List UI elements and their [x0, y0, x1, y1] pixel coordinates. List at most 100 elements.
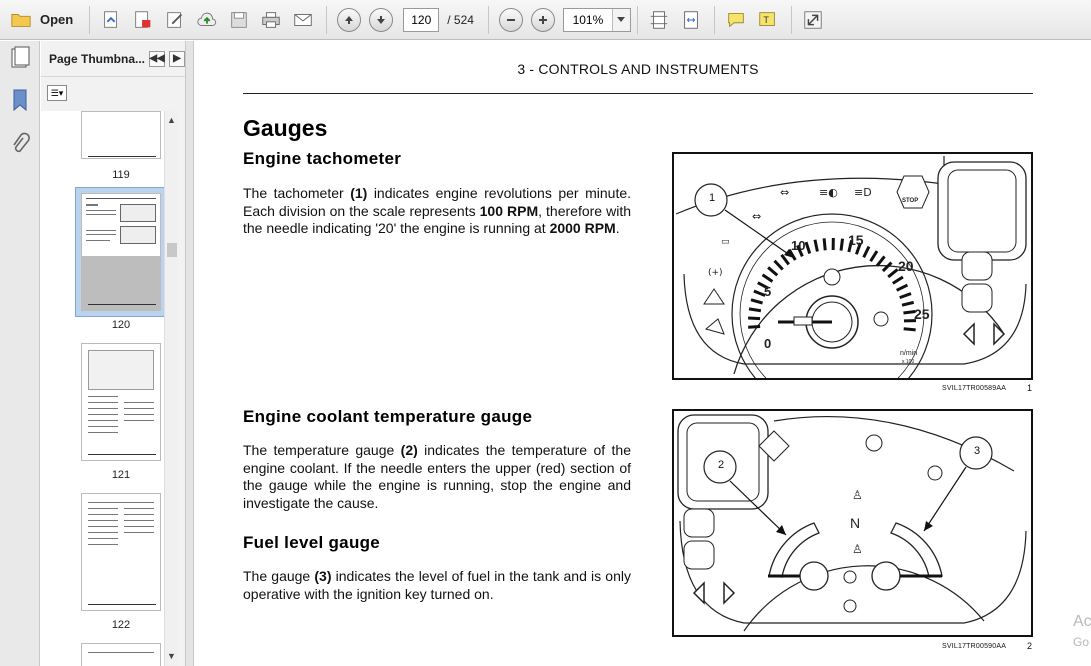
expand-icon [804, 10, 822, 29]
separator [713, 5, 715, 34]
save-button[interactable] [224, 5, 254, 35]
highlight-icon: T [759, 11, 775, 26]
section-heading: Engine tachometer [243, 149, 402, 168]
section-paragraph: The gauge (3) indicates the level of fue… [243, 568, 631, 602]
tachometer-figure: (+) ▭ ⇔ ⇔ ≡◐ ≡D 1 0 5 10 15 20 25 n/min … [672, 152, 1033, 415]
thumbnail-label: 122 [111, 619, 131, 631]
scale-label: 10 [791, 238, 806, 253]
thumbnail-page[interactable] [81, 193, 161, 311]
open-label: Open [40, 12, 74, 27]
temperature-fuel-illustration: ♙ ♙ [677, 414, 1027, 632]
scale-tick [750, 298, 763, 305]
upload-button[interactable] [192, 5, 222, 35]
fit-width-button[interactable] [676, 5, 706, 35]
scale-tick [757, 281, 770, 290]
thumbnail-list[interactable]: 119 120 [41, 111, 176, 666]
scale-label: 0 [764, 336, 772, 351]
scale-tick [903, 327, 916, 332]
next-page-button[interactable] [369, 7, 394, 32]
scale-tick [887, 268, 899, 279]
bookmarks-tab[interactable] [8, 87, 32, 113]
scale-tick [854, 242, 862, 255]
scale-tick [748, 316, 761, 321]
tachometer-illustration: (+) ▭ ⇔ ⇔ ≡◐ ≡D [675, 156, 1027, 415]
plus-icon [538, 15, 547, 24]
section-paragraph: The temperature gauge (2) indicates the … [243, 442, 631, 511]
thumbnails-title: Page Thumbna... [49, 51, 146, 66]
scale-tick [767, 266, 779, 277]
section-heading: Fuel level gauge [243, 533, 381, 552]
scale-tick [901, 300, 915, 307]
page-thumbnails-tab[interactable] [8, 45, 32, 71]
scale-tick [869, 250, 879, 263]
expand-panel-button[interactable]: ▶ [169, 50, 185, 67]
separator [487, 5, 489, 34]
edit-icon [167, 11, 183, 28]
thumbnail-page[interactable] [81, 493, 161, 611]
callout-number: 1 [708, 192, 716, 204]
cloud-upload-icon [197, 12, 217, 26]
thumbnail-page[interactable] [81, 343, 161, 461]
stop-label: STOP [902, 198, 919, 204]
scale-tick [847, 239, 854, 253]
create-pdf-button[interactable] [96, 5, 126, 35]
envelope-icon [294, 13, 312, 26]
comment-button[interactable] [721, 5, 751, 35]
print-button[interactable] [256, 5, 286, 35]
svg-text:≡D: ≡D [854, 186, 872, 199]
create-pdf-icon [104, 10, 118, 28]
temperature-fuel-figure: ♙ ♙ 2 3 N [672, 409, 1033, 637]
scale-tick [813, 239, 819, 252]
thumbnail-scrollbar[interactable]: ▲ ▼ [164, 111, 178, 666]
highlight-button[interactable]: T [753, 5, 783, 35]
page-title: Gauges [243, 115, 328, 141]
thumbnail-page[interactable] [81, 643, 161, 666]
zoom-input[interactable] [563, 8, 612, 31]
panel-splitter[interactable] [186, 41, 194, 666]
thumbnail-label: 121 [111, 469, 131, 481]
fullscreen-button[interactable] [798, 5, 828, 35]
email-button[interactable] [288, 5, 318, 35]
chevron-down-icon[interactable] [611, 8, 630, 31]
edit-pdf-button[interactable] [160, 5, 190, 35]
page-number-input[interactable] [403, 7, 440, 32]
separator [636, 5, 638, 34]
scroll-thumb[interactable] [167, 243, 177, 257]
previous-page-button[interactable] [337, 7, 362, 32]
svg-text:▭: ▭ [721, 237, 730, 247]
collapse-panel-button[interactable]: ◀◀ [149, 50, 165, 67]
callout-number: 2 [717, 459, 725, 471]
svg-text:♙: ♙ [852, 542, 863, 556]
scroll-down-icon[interactable]: ▼ [167, 651, 176, 661]
chapter-header: 3 - CONTROLS AND INSTRUMENTS [517, 61, 759, 77]
thumbnail-page[interactable] [81, 111, 161, 159]
activation-watermark: Ac [1073, 613, 1091, 630]
scale-tick [804, 241, 812, 254]
figure-number: 2 [1027, 641, 1033, 651]
figure-code: SVIL17TR00589AA [942, 385, 1007, 392]
scale-tick [875, 255, 886, 267]
scale-tick [895, 283, 909, 292]
activation-watermark-sub: Go [1073, 635, 1090, 649]
scale-tick [796, 244, 804, 257]
fit-width-icon [684, 10, 698, 29]
svg-text:⇔: ⇔ [780, 186, 789, 199]
scale-tick [773, 259, 784, 271]
scale-tick [839, 238, 845, 251]
export-pdf-button[interactable] [128, 5, 158, 35]
printer-icon [262, 11, 280, 28]
scroll-up-icon[interactable]: ▲ [167, 115, 176, 125]
thumbnail-options: ☰▾ [41, 77, 185, 109]
svg-text:⇔: ⇔ [752, 210, 761, 223]
zoom-select[interactable] [562, 7, 631, 32]
attachments-tab[interactable] [8, 131, 32, 157]
scale-tick [780, 253, 790, 266]
options-menu-button[interactable]: ☰▾ [47, 85, 67, 101]
scale-tick [748, 307, 762, 313]
scale-tick [891, 275, 904, 285]
zoom-out-button[interactable] [498, 7, 523, 32]
zoom-in-button[interactable] [530, 7, 555, 32]
fit-page-button[interactable] [644, 5, 674, 35]
scale-tick [881, 261, 893, 273]
open-button[interactable]: Open [6, 5, 81, 35]
